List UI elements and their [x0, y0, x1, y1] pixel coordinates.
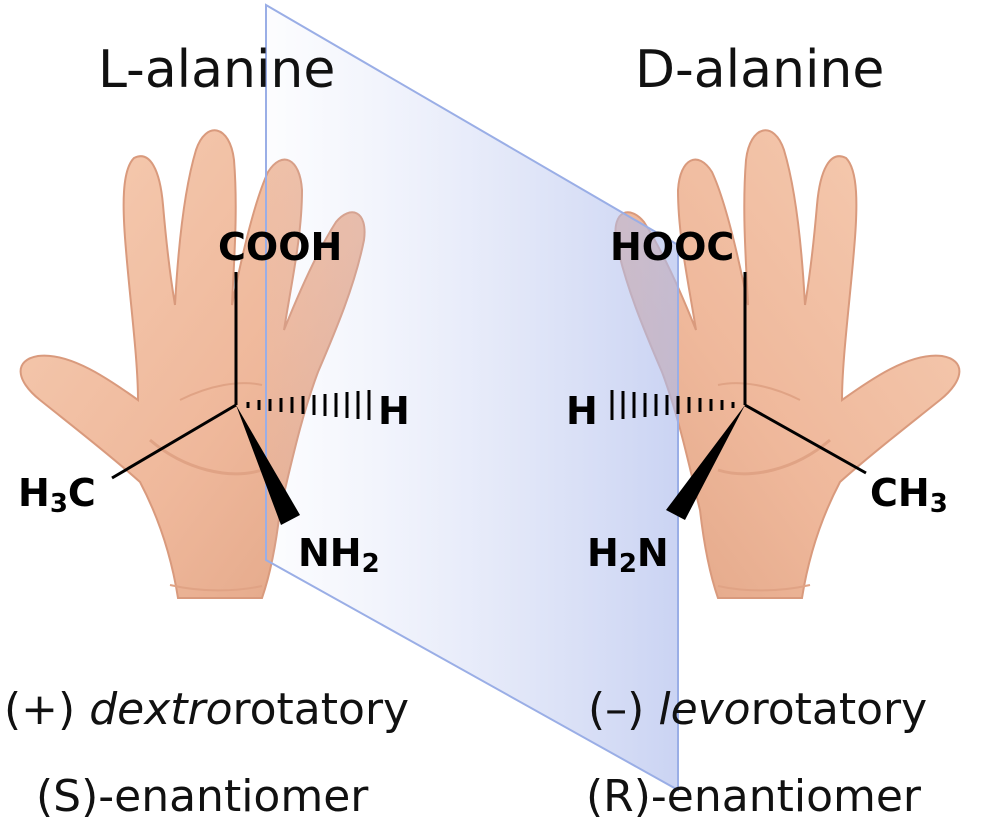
right-group-amine: H2N	[587, 531, 669, 579]
left-group-amine: NH2	[298, 531, 380, 579]
left-molecule-bonds	[111, 272, 371, 525]
left-group-methyl: H3C	[18, 471, 96, 519]
left-group-right: H	[378, 389, 410, 433]
right-group-left: H	[566, 389, 598, 433]
right-enantiomer-caption: (R)-enantiomer	[586, 771, 922, 822]
left-rotation-caption: (+) dextrorotatory	[4, 684, 410, 735]
mirror-plane-icon	[265, 3, 679, 792]
left-molecule-title: L-alanine	[98, 40, 336, 100]
right-rotation-caption: (–) levorotatory	[588, 684, 928, 735]
right-group-top: HOOC	[610, 225, 735, 269]
left-group-top: COOH	[218, 225, 343, 269]
left-enantiomer-caption: (S)-enantiomer	[36, 771, 369, 822]
right-molecule-bonds	[610, 272, 867, 520]
right-group-methyl: CH3	[870, 471, 948, 519]
right-molecule-title: D-alanine	[635, 40, 885, 100]
